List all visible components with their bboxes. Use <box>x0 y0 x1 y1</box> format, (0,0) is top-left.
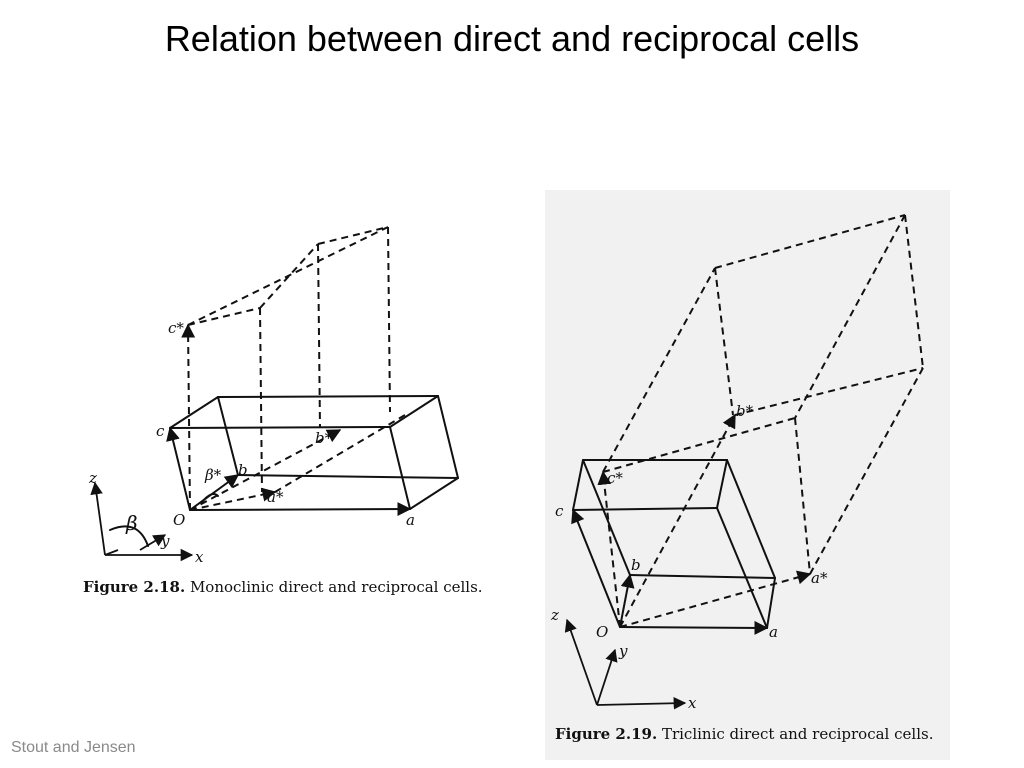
label-a-star: a* <box>267 488 284 506</box>
monoclinic-diagram: O a b c a* b* c* β* β x y z <box>88 226 459 566</box>
label-z-axis: z <box>88 469 97 487</box>
label-b: b <box>631 556 641 574</box>
label-c: c <box>555 502 564 520</box>
label-beta: β <box>125 511 138 535</box>
triclinic-reciprocal-cell <box>597 214 924 628</box>
label-a: a <box>406 511 415 529</box>
caption-number: Figure 2.18. <box>83 578 186 596</box>
triclinic-caption: Figure 2.19. Triclinic direct and recipr… <box>555 725 933 743</box>
label-y-axis: y <box>160 532 170 550</box>
label-a: a <box>769 623 778 641</box>
label-c: c <box>156 422 165 440</box>
caption-text: Triclinic direct and reciprocal cells. <box>661 725 934 743</box>
source-credit: Stout and Jensen <box>11 739 136 756</box>
label-z-axis: z <box>550 606 559 624</box>
label-b-star: b* <box>736 402 754 420</box>
monoclinic-caption: Figure 2.18. Monoclinic direct and recip… <box>83 578 483 596</box>
label-origin: O <box>596 623 608 641</box>
caption-number: Figure 2.19. <box>555 725 658 743</box>
monoclinic-axes <box>90 481 194 562</box>
label-b-star: b* <box>315 429 333 447</box>
label-beta-star: β* <box>204 466 222 484</box>
triclinic-axes <box>564 618 687 710</box>
slide-title: Relation between direct and reciprocal c… <box>164 18 860 59</box>
label-origin: O <box>173 511 185 529</box>
caption-text: Monoclinic direct and reciprocal cells. <box>189 578 483 596</box>
beta-arc <box>109 525 149 547</box>
label-c-star: c* <box>607 469 623 487</box>
beta-star-arc <box>201 493 219 503</box>
label-c-star: c* <box>168 319 184 337</box>
triclinic-direct-cell <box>571 459 776 635</box>
monoclinic-direct-cell <box>166 395 459 517</box>
triclinic-figure: O a b c a* b* c* x y z Figure 2.19. Tric… <box>545 190 950 760</box>
triclinic-diagram: O a b c a* b* c* x y z <box>550 214 924 712</box>
monoclinic-figure: O a b c a* b* c* β* β x y z Figure 2.18.… <box>60 200 510 610</box>
label-a-star: a* <box>811 569 828 587</box>
label-y-axis: y <box>618 642 628 660</box>
label-x-axis: x <box>195 548 204 566</box>
label-x-axis: x <box>688 694 697 712</box>
monoclinic-reciprocal-cell <box>181 226 406 511</box>
label-b: b <box>238 461 248 479</box>
